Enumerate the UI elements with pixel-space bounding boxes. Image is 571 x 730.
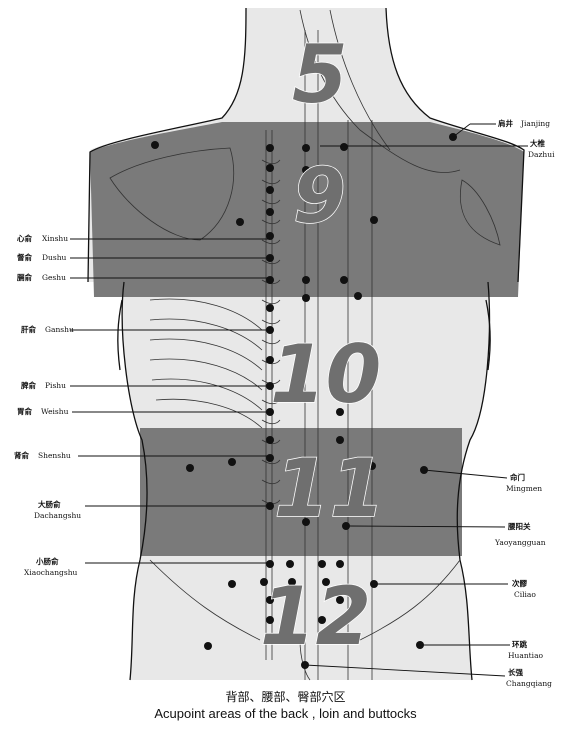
point-jianjing-l [151, 141, 159, 149]
label-dazhui-cn: 大椎 [530, 138, 545, 148]
label-geshu-cn: 膈俞 [16, 272, 32, 282]
label-dushu-en: Dushu [42, 253, 67, 262]
label-ganshu-en: Ganshu [45, 325, 74, 334]
label-dazhui-en: Dazhui [528, 150, 555, 159]
label-yaoyangguan-en: Yaoyangguan [494, 538, 546, 547]
label-dachangshu-en: Dachangshu [34, 511, 81, 520]
label-dachangshu-cn: 大肠俞 [38, 499, 61, 509]
label-mingmen-en: Mingmen [506, 484, 542, 493]
label-jianjing-en: Jianjing [520, 119, 550, 128]
label-pishu-cn: 脾俞 [20, 380, 36, 390]
caption-english: Acupoint areas of the back , loin and bu… [0, 706, 571, 721]
label-ciliao-cn: 次髎 [512, 578, 527, 588]
label-huantiao-cn: 环跳 [512, 639, 527, 649]
label-shenshu-cn: 肾俞 [14, 450, 29, 460]
label-xiaochangshu-cn: 小肠俞 [36, 556, 59, 566]
label-dushu-cn: 督俞 [17, 252, 32, 262]
label-shenshu-en: Shenshu [38, 451, 71, 460]
label-xiaochangshu-en: Xiaochangshu [24, 568, 78, 577]
label-jianjing-cn: 肩井 [498, 118, 513, 128]
label-ganshu-cn: 肝俞 [21, 324, 36, 334]
label-huantiao-en: Huantiao [508, 651, 544, 660]
label-yaoyangguan-cn: 腰阳关 [507, 521, 531, 531]
label-changqiang-cn: 长强 [508, 667, 523, 677]
band-number-5: 5 [292, 28, 348, 121]
band-number-10: 10 [270, 328, 381, 421]
label-xinshu-en: Xinshu [42, 234, 68, 243]
label-geshu-en: Geshu [42, 273, 66, 282]
label-xinshu-cn: 心俞 [17, 233, 32, 243]
label-ciliao-en: Ciliao [514, 590, 536, 599]
label-mingmen-cn: 命门 [509, 472, 525, 482]
caption-chinese: 背部、腰部、臀部穴区 [0, 688, 571, 705]
label-changqiang-en: Changqiang [506, 679, 552, 688]
label-weishu-cn: 胃俞 [17, 406, 32, 416]
band-number-9: 9 [293, 151, 346, 240]
band-number-12: 12 [260, 570, 371, 663]
label-pishu-en: Pishu [45, 381, 66, 390]
band-number-11: 11 [274, 442, 385, 535]
label-weishu-en: Weishu [41, 407, 69, 416]
